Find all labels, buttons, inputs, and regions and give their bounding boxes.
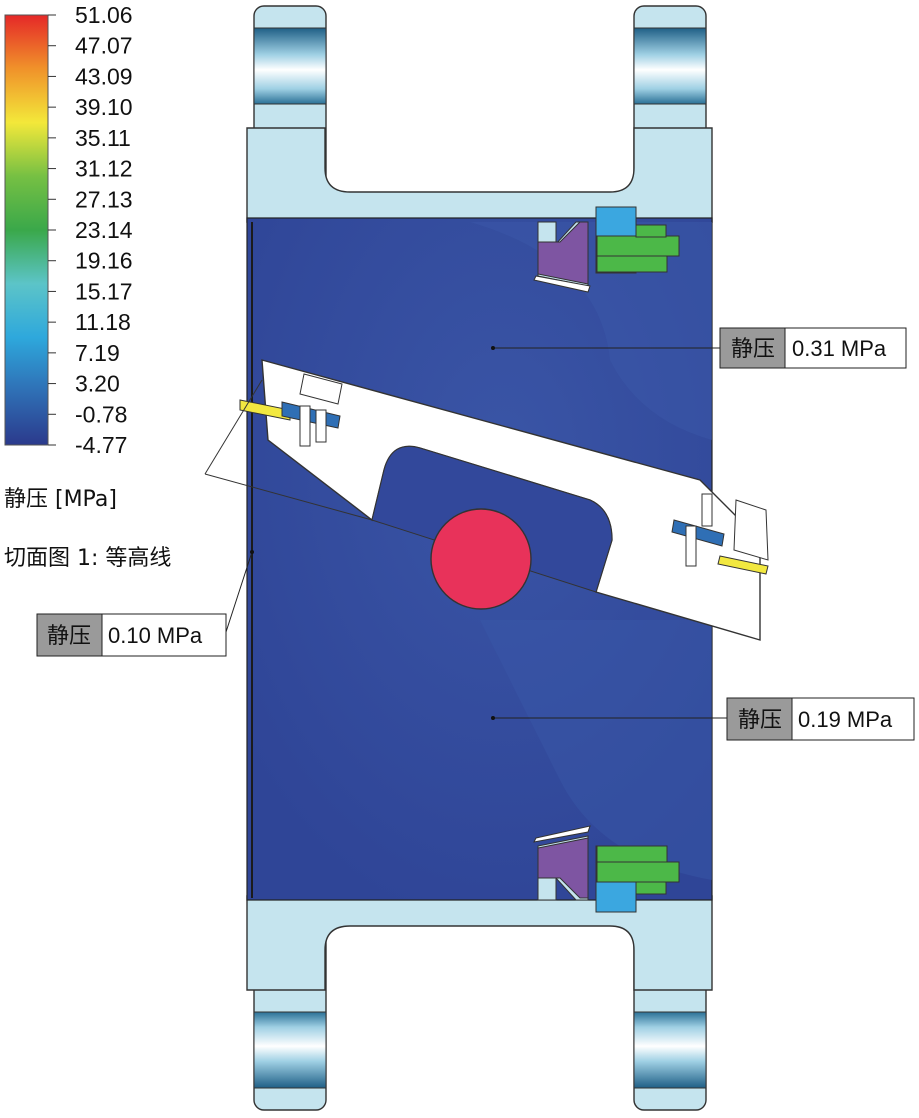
legend-tick-label: 39.10 [75,94,133,120]
disc-outline-left [204,379,263,475]
probe-callout-left: 静压 0.10 MPa [36,550,254,657]
probe-value-box [101,613,227,657]
bottom-seal-purple [537,837,589,899]
legend-tick-label: 43.09 [75,63,133,89]
top-bolt-shank-lower [596,255,668,273]
legend-tick-label: 15.17 [75,278,133,304]
bottom-left-bolt-hole [253,1011,327,1089]
probe-value-box [791,697,915,741]
top-bolt-shank-upper [596,235,680,257]
pressure-zone-lower [480,620,712,880]
disc-right-screw-b [701,493,713,527]
color-legend: 51.06 47.07 43.09 39.10 35.11 31.12 27.13 23.14… [4,2,171,571]
legend-tick-label: 31.12 [75,156,133,182]
legend-tick-label: -4.77 [75,432,127,458]
probe-name-box [726,697,793,741]
disc-left-tab [299,373,343,405]
legend-tick-label: 47.07 [75,33,133,59]
disc-left-seal [239,399,291,421]
valve-housing [246,5,713,1111]
legend-color-bar [4,14,49,446]
top-seal-lip [533,275,591,293]
bottom-bolt-shank-lower [596,861,680,883]
probe-value: 0.19 MPa [798,707,893,732]
probe-callout-lower: 静压 0.19 MPa [491,697,915,741]
legend-subtitle: 切面图 1: 等高线 [4,546,171,571]
bottom-right-bolt-hole [633,1011,707,1089]
bottom-seal-lip [533,825,591,843]
bottom-housing-web [246,895,713,991]
legend-title: 静压 [MPa] [4,487,117,512]
disc-right-seal [717,555,769,575]
disc-left-screw [299,405,311,447]
top-left-bolt-hole [253,27,327,105]
legend-tick-label: 3.20 [75,371,120,397]
top-right-bolt-hole [633,27,707,105]
legend-tick-label: 11.18 [75,309,131,335]
legend-tick-label: 23.14 [75,217,133,243]
disc-outline-left-b [204,473,373,521]
probe-value: 0.31 MPa [792,336,887,361]
legend-ticks: 51.06 47.07 43.09 39.10 35.11 31.12 27.13 23.14… [48,2,133,458]
disc-right-screw [685,525,697,567]
probe-point [250,550,254,554]
bottom-bolt-shank-upper [596,845,668,863]
legend-tick-label: 27.13 [75,186,133,212]
legend-tick-label: 19.16 [75,248,133,274]
probe-name: 静压 [731,337,775,362]
legend-tick-label: 35.11 [75,125,131,151]
probe-callouts: 静压 0.31 MPa 静压 0.10 MPa 静压 0.19 MPa [36,327,915,741]
probe-name-box [36,613,103,657]
valve-shaft [430,508,532,610]
disc-right-tab [733,499,769,561]
disc-left-screw-b [315,409,327,443]
probe-value-box [784,327,907,369]
legend-tick-label: 51.06 [75,2,133,28]
bottom-bolt-nut [635,881,667,895]
legend-tick-label: -0.78 [75,401,127,427]
top-seal-purple [537,221,589,285]
legend-tick-label: 7.19 [75,340,120,366]
probe-value: 0.10 MPa [108,623,203,648]
probe-name: 静压 [738,708,782,733]
pressure-zone-upper [470,222,712,440]
probe-callout-upper: 静压 0.31 MPa [491,327,907,369]
probe-point [491,716,495,720]
leader-line [225,551,253,633]
top-bolt-nut [635,224,667,238]
top-housing-web [246,127,713,223]
probe-point [491,346,495,350]
top-seal-assembly [533,206,680,293]
probe-name: 静压 [47,624,91,649]
probe-name-box [719,327,786,369]
disc-right-clamp [671,519,725,547]
bottom-seal-assembly [533,825,680,913]
